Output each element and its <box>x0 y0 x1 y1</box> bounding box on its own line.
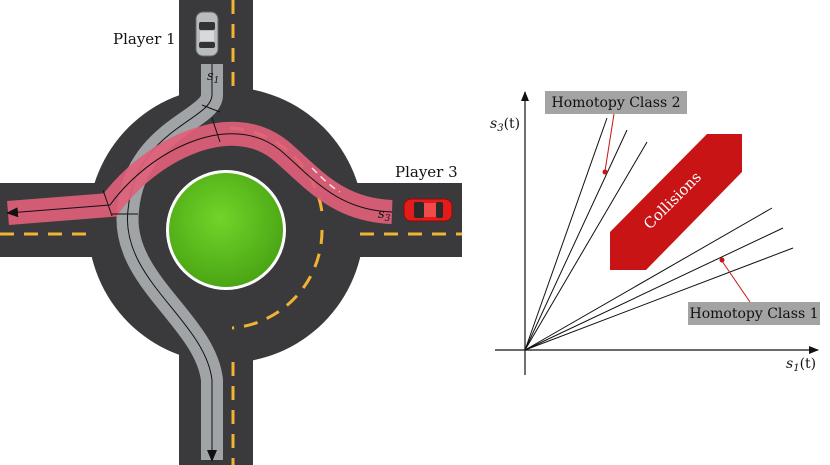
homotopy-class-2-dot <box>602 169 608 175</box>
path-segment-lines <box>102 104 221 217</box>
x-axis-label: s1(t) <box>786 356 816 374</box>
homotopy-class-2-box <box>545 91 687 114</box>
roundabout-scene: Player 1 Player 3 s1 s3 <box>0 0 462 465</box>
central-island <box>169 173 283 287</box>
homotopy-class-2-label: Homotopy Class 2 <box>552 95 681 111</box>
y-axis-label: s3(t) <box>490 116 520 134</box>
path1-label: s1 <box>207 69 219 86</box>
player1-label: Player 1 <box>113 30 176 48</box>
player3-path <box>6 121 393 225</box>
player1-car <box>195 11 219 57</box>
player3-label: Player 3 <box>395 163 458 181</box>
homotopy-class-2-leader <box>604 113 615 172</box>
homotopy-plot: s3(t) s1(t) Collisions Homotopy Class 2 … <box>490 91 820 375</box>
collision-region <box>610 134 742 270</box>
player3-car <box>403 198 453 222</box>
homotopy-class-1-leader <box>721 260 751 303</box>
homotopy-class-1-rays <box>524 207 794 351</box>
lane-markings <box>0 0 462 465</box>
homotopy-class-1-box <box>688 302 820 325</box>
homotopy-class-1-dot <box>719 257 725 263</box>
path3-label: s3 <box>378 207 391 224</box>
homotopy-class-1-label: Homotopy Class 1 <box>690 306 819 322</box>
homotopy-class-2-rays <box>524 117 648 351</box>
player1-path <box>116 64 223 462</box>
